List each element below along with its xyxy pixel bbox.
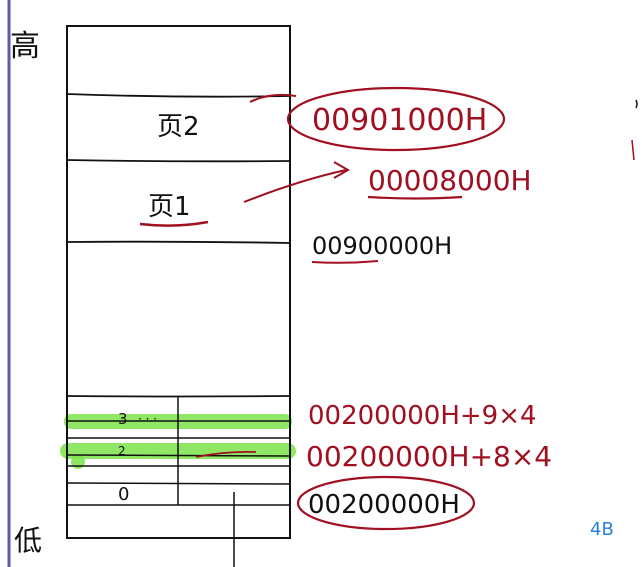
label-entry0: 0 — [118, 484, 129, 505]
arrow-to-page1 — [243, 169, 347, 203]
label-entry3: 3 — [118, 410, 128, 428]
addr-page2: 00901000H — [312, 103, 487, 138]
label-low: 低 — [14, 524, 42, 557]
addr-entry3: 00200000H+9×4 — [308, 401, 537, 431]
entry2-red-mark — [195, 450, 257, 458]
divider-page2-bottom — [66, 159, 291, 163]
entry3-dots: · · · — [138, 412, 157, 426]
highlight-dot — [71, 455, 85, 469]
addr-page1-underline — [367, 195, 463, 200]
label-page1: 页1 — [148, 192, 191, 222]
divider-page1-bottom — [66, 240, 291, 244]
arrow-to-page2 — [249, 93, 297, 103]
divider-table-top — [66, 395, 291, 398]
edge-mark-2 — [631, 139, 635, 161]
arrow-to-page1-head — [333, 161, 351, 179]
corner-note: 4B — [590, 519, 614, 540]
page1-underline — [139, 220, 209, 227]
edge-mark-1 — [635, 99, 638, 109]
addr-page1: 00008000H — [368, 164, 532, 197]
divider-page2-top — [66, 93, 291, 98]
addr-mid: 00900000H — [312, 232, 452, 260]
label-high: 高 — [10, 29, 40, 64]
addr-page2-circle — [286, 86, 506, 152]
addr-mid-underline — [311, 260, 379, 264]
label-entry2: 2 — [118, 444, 126, 458]
label-page2: 页2 — [157, 112, 200, 142]
memory-box — [66, 25, 291, 539]
addr-entry2: 00200000H+8×4 — [306, 440, 552, 473]
addr-base-circle — [296, 475, 476, 531]
addr-base: 00200000H — [308, 490, 460, 520]
